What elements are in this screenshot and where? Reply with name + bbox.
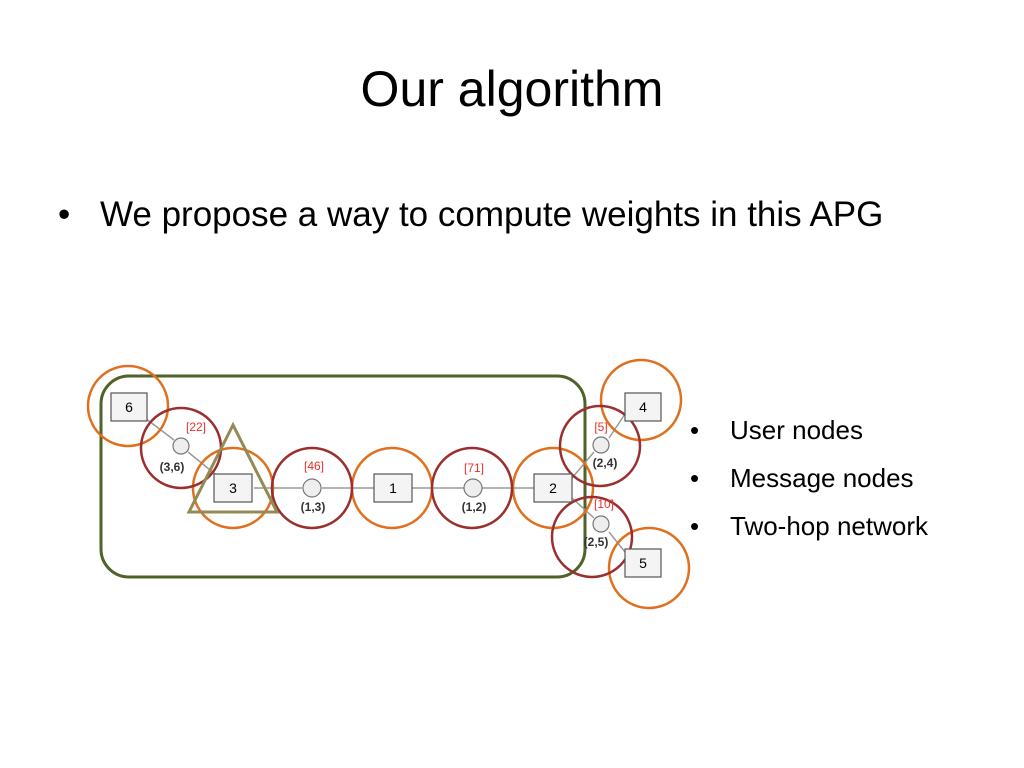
- message-dot-m36: [172, 437, 190, 455]
- two-hop-network-box: [99, 374, 587, 579]
- user-circle-5: [607, 526, 691, 610]
- message-label-m24: (2,4): [593, 456, 618, 470]
- user-label-5: 5: [639, 555, 647, 571]
- message-circle-m24: [558, 404, 642, 488]
- main-bullet-text: We propose a way to compute weights in t…: [100, 195, 884, 234]
- message-dot-m25: [592, 515, 610, 533]
- user-label-1: 1: [389, 480, 397, 496]
- message-label-m12: (1,2): [462, 500, 487, 514]
- user-node-boxes: [110, 392, 662, 578]
- bullet-glyph: •: [58, 195, 71, 234]
- side-bullet-list: • User nodes • Message nodes • Two-hop n…: [690, 406, 1020, 550]
- user-box-1: [373, 473, 413, 503]
- edge-2-m24: [571, 451, 595, 479]
- user-box-6: [110, 392, 148, 422]
- edges: [144, 413, 626, 553]
- weight-label-m13: [46]: [304, 459, 324, 473]
- bullet-glyph: •: [690, 415, 700, 445]
- message-dot-m13: [302, 478, 322, 498]
- user-box-4: [624, 392, 662, 422]
- message-circle-m25: [550, 495, 634, 579]
- side-bullet-user-nodes: • User nodes: [690, 406, 1020, 454]
- message-label-m36: (3,6): [160, 460, 185, 474]
- side-bullet-message-nodes: • Message nodes: [690, 454, 1020, 502]
- message-dot-m12: [463, 478, 483, 498]
- side-bullet-text: Message nodes: [730, 463, 914, 493]
- main-bullet: • We propose a way to compute weights in…: [58, 190, 958, 240]
- weight-label-m12: [71]: [464, 461, 484, 475]
- user-label-4: 4: [639, 399, 647, 415]
- message-label-m25: (2,5): [584, 535, 609, 549]
- triangle-marker: [186, 421, 280, 514]
- weight-label-m25: [10]: [594, 497, 614, 511]
- user-circle-4: [599, 358, 683, 442]
- message-circle-m13: [270, 446, 354, 530]
- user-box-3: [213, 473, 253, 503]
- edge-m24-4: [608, 413, 626, 439]
- user-label-6: 6: [125, 399, 133, 415]
- user-label-3: 3: [229, 480, 237, 496]
- message-circle-m12: [430, 446, 514, 530]
- weight-label-m36: [22]: [186, 420, 206, 434]
- user-circle-6: [86, 364, 170, 448]
- weight-label-m24: [5]: [594, 420, 607, 434]
- slide-title: Our algorithm: [360, 61, 664, 117]
- side-bullet-text: Two-hop network: [730, 511, 928, 541]
- message-dot-m24: [592, 436, 610, 454]
- bullet-glyph: •: [690, 511, 700, 541]
- user-box-2: [533, 473, 573, 503]
- user-label-2: 2: [549, 480, 557, 496]
- side-bullet-text: User nodes: [730, 415, 863, 445]
- user-box-5: [624, 548, 662, 578]
- bullet-glyph: •: [690, 463, 700, 493]
- message-node-dots: [172, 436, 610, 533]
- side-bullet-two-hop-network: • Two-hop network: [690, 502, 1020, 550]
- message-label-m13: (1,3): [301, 500, 326, 514]
